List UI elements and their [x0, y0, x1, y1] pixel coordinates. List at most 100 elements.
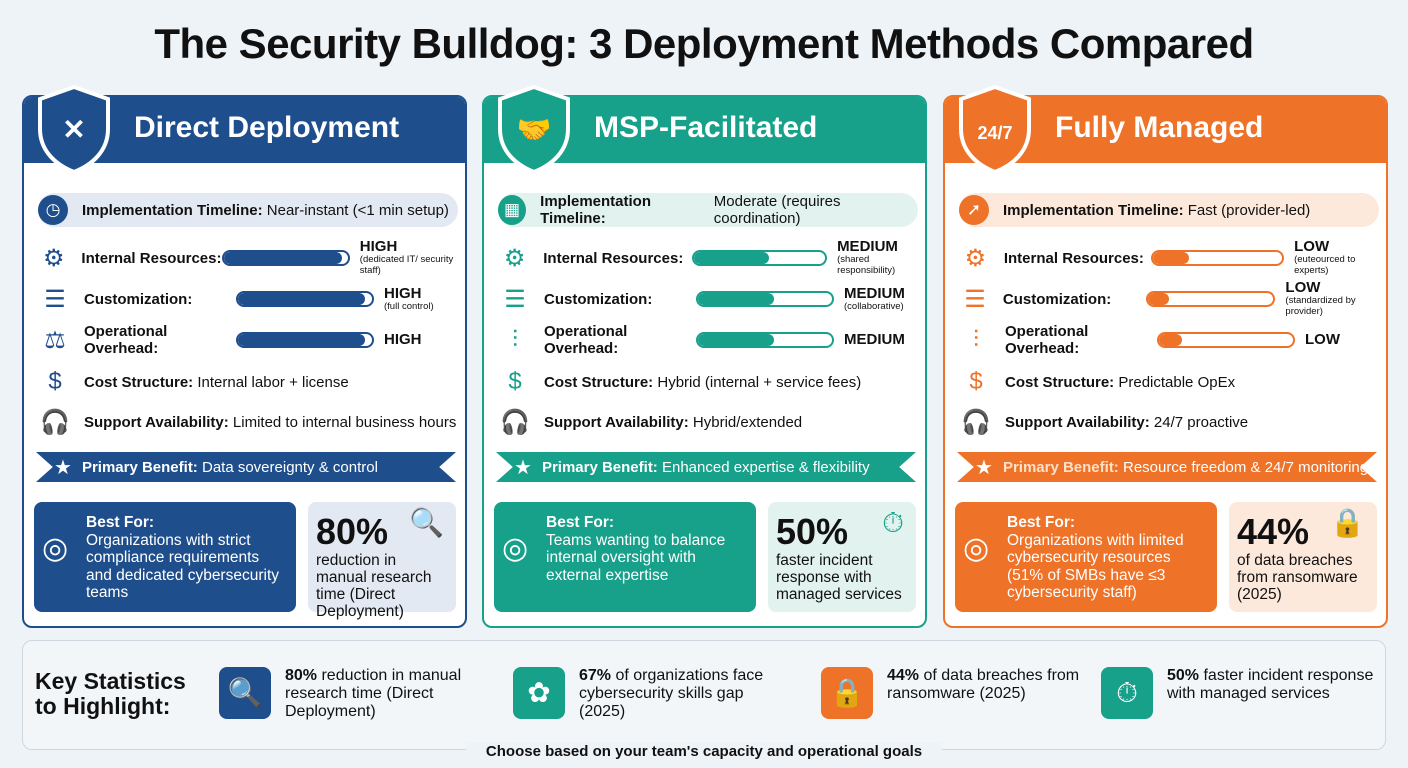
- support-value: Limited to internal business hours: [232, 413, 457, 431]
- benefit-label: Primary Benefit:: [81, 458, 198, 476]
- best-for-label: Best For:: [546, 514, 615, 531]
- benefit-label: Primary Benefit:: [541, 458, 658, 476]
- key-stat-item: ⏱50% faster incident response with manag…: [1101, 667, 1377, 719]
- support-label: Support Availability:: [84, 413, 229, 431]
- internal-label: Internal Resources:: [543, 249, 684, 267]
- internal-row: ⚙ Internal Resources: HIGH(dedicated IT/…: [38, 239, 468, 276]
- custom-note: (full control): [384, 300, 434, 312]
- overhead-label: Operational Overhead:: [544, 323, 628, 357]
- overhead-level-bar: [1157, 332, 1295, 348]
- support-value: Hybrid/extended: [692, 413, 803, 431]
- cost-icon: $: [48, 368, 62, 395]
- key-stat-percent: 67%: [579, 667, 612, 684]
- cost-row: $ Cost Structure: Internal labor + licen…: [38, 367, 468, 397]
- key-statistics-panel: Key Statistics to Highlight: 🔍80% reduct…: [22, 640, 1386, 750]
- benefit-label: Primary Benefit:: [1002, 458, 1119, 476]
- custom-level: MEDIUM: [844, 284, 905, 302]
- internal-level: LOW: [1294, 238, 1330, 255]
- custom-row: ☰ Customization: LOW(standardized by pro…: [959, 280, 1389, 317]
- search-icon: 🔍: [409, 507, 444, 538]
- card-header: 🤝 MSP-Facilitated: [484, 84, 925, 175]
- stat-text: reduction in manual research time (Direc…: [316, 552, 432, 620]
- internal-level-fill: [223, 252, 342, 264]
- svg-text:🤝: 🤝: [517, 114, 552, 145]
- custom-icon: ☰: [44, 285, 66, 313]
- card-title: Fully Managed: [1055, 111, 1264, 144]
- star-icon: ★: [54, 456, 72, 479]
- cost-row: $ Cost Structure: Predictable OpEx: [959, 367, 1389, 397]
- key-stat-item: 🔒44% of data breaches from ransomware (2…: [821, 667, 1082, 719]
- support-row: 🎧 Support Availability: Limited to inter…: [38, 407, 468, 437]
- best-for-text: Teams wanting to balance internal oversi…: [546, 531, 726, 584]
- best-for-box: ◎Best For:Teams wanting to balance inter…: [494, 502, 756, 612]
- custom-note: (collaborative): [844, 300, 904, 312]
- custom-level-bar: [236, 291, 374, 307]
- custom-level-bar: [1145, 291, 1276, 307]
- svg-text:✕: ✕: [62, 114, 85, 145]
- overhead-level-fill: [698, 334, 775, 346]
- internal-level: HIGH: [359, 238, 398, 255]
- timeline-pill: ➚Implementation Timeline: Fast (provider…: [959, 193, 1379, 227]
- stat-text: faster incident response with managed se…: [776, 552, 902, 603]
- internal-icon: ⚙: [503, 244, 526, 272]
- overhead-label: Operational Overhead:: [1005, 323, 1089, 357]
- internal-level-fill: [1152, 252, 1189, 264]
- overhead-level: LOW: [1305, 331, 1340, 348]
- custom-label: Customization:: [544, 290, 653, 308]
- stopwatch-icon: ⏱: [882, 507, 904, 538]
- custom-level: LOW: [1285, 279, 1321, 296]
- target-icon: ◎: [963, 532, 990, 565]
- cost-icon: $: [508, 368, 522, 395]
- internal-level: MEDIUM: [837, 238, 898, 255]
- key-stat-percent: 44%: [887, 667, 920, 684]
- stat-box: 44%🔒of data breaches from ransomware (20…: [1229, 502, 1377, 612]
- timeline-icon: ▦: [498, 195, 527, 225]
- support-icon: 🎧: [500, 408, 530, 436]
- timeline-label: Implementation Timeline:: [82, 201, 263, 219]
- internal-row: ⚙ Internal Resources: MEDIUM(shared resp…: [498, 239, 928, 276]
- timeline-pill: ◷Implementation Timeline: Near-instant (…: [38, 193, 458, 227]
- overhead-row: ⫶ Operational Overhead: LOW: [959, 323, 1389, 357]
- stat-percent: 80%: [316, 511, 389, 552]
- internal-note: (dedicated IT/ security staff): [359, 254, 454, 276]
- support-label: Support Availability:: [1005, 413, 1150, 431]
- timeline-icon: ➚: [959, 195, 989, 225]
- cost-label: Cost Structure:: [84, 373, 194, 391]
- custom-level-fill: [1147, 293, 1169, 305]
- support-icon: 🎧: [40, 408, 70, 436]
- support-row: 🎧 Support Availability: Hybrid/extended: [498, 407, 928, 437]
- timeline-value: Moderate (requires coordination): [713, 193, 841, 227]
- key-stat-percent: 80%: [285, 667, 318, 684]
- best-for-text: Organizations with limited cybersecurity…: [1007, 531, 1184, 602]
- handshake-shield-icon: 🤝: [498, 84, 570, 175]
- internal-icon: ⚙: [964, 244, 987, 272]
- internal-level-bar: [691, 250, 828, 266]
- key-stat-percent: 50%: [1167, 667, 1200, 684]
- benefit-value: Data sovereignty & control: [201, 458, 378, 476]
- overhead-icon: ⫶: [512, 326, 518, 353]
- card-direct-deployment: ✕ Direct Deployment ◷Implementation Time…: [22, 84, 468, 628]
- internal-note: (shared responsibility): [837, 254, 896, 276]
- key-stat-text: of organizations face cybersecurity skil…: [579, 667, 764, 720]
- internal-note: (euteourced to experts): [1294, 254, 1356, 276]
- timeline-label: Implementation Timeline:: [540, 193, 652, 227]
- footer-note: Choose based on your team's capacity and…: [0, 743, 1408, 760]
- overhead-row: ⫶ Operational Overhead: MEDIUM: [498, 323, 928, 357]
- stat-box: 50%⏱faster incident response with manage…: [768, 502, 916, 612]
- svg-text:24/7: 24/7: [977, 123, 1012, 143]
- timeline-value: Fast (provider-led): [1187, 201, 1311, 219]
- primary-benefit-banner: ★Primary Benefit: Enhanced expertise & f…: [496, 452, 916, 482]
- benefit-value: Resource freedom & 24/7 monitoring: [1122, 458, 1369, 476]
- custom-row: ☰ Customization: MEDIUM(collaborative): [498, 284, 928, 314]
- primary-benefit-banner: ★Primary Benefit: Resource freedom & 24/…: [957, 452, 1377, 482]
- overhead-level: HIGH: [384, 331, 422, 348]
- custom-level-bar: [696, 291, 834, 307]
- key-stat-text: faster incident response with managed se…: [1167, 667, 1374, 702]
- cost-row: $ Cost Structure: Hybrid (internal + ser…: [498, 367, 928, 397]
- cost-value: Hybrid (internal + service fees): [657, 373, 862, 391]
- best-for-box: ◎Best For:Organizations with limited cyb…: [955, 502, 1217, 612]
- tools-shield-icon: ✕: [38, 84, 110, 175]
- key-stat-text: of data breaches from ransomware (2025): [887, 667, 1080, 702]
- primary-benefit-banner: ★ Primary Benefit: Data sovereignty & con…: [36, 452, 456, 482]
- key-stat-text: reduction in manual research time (Direc…: [285, 667, 462, 720]
